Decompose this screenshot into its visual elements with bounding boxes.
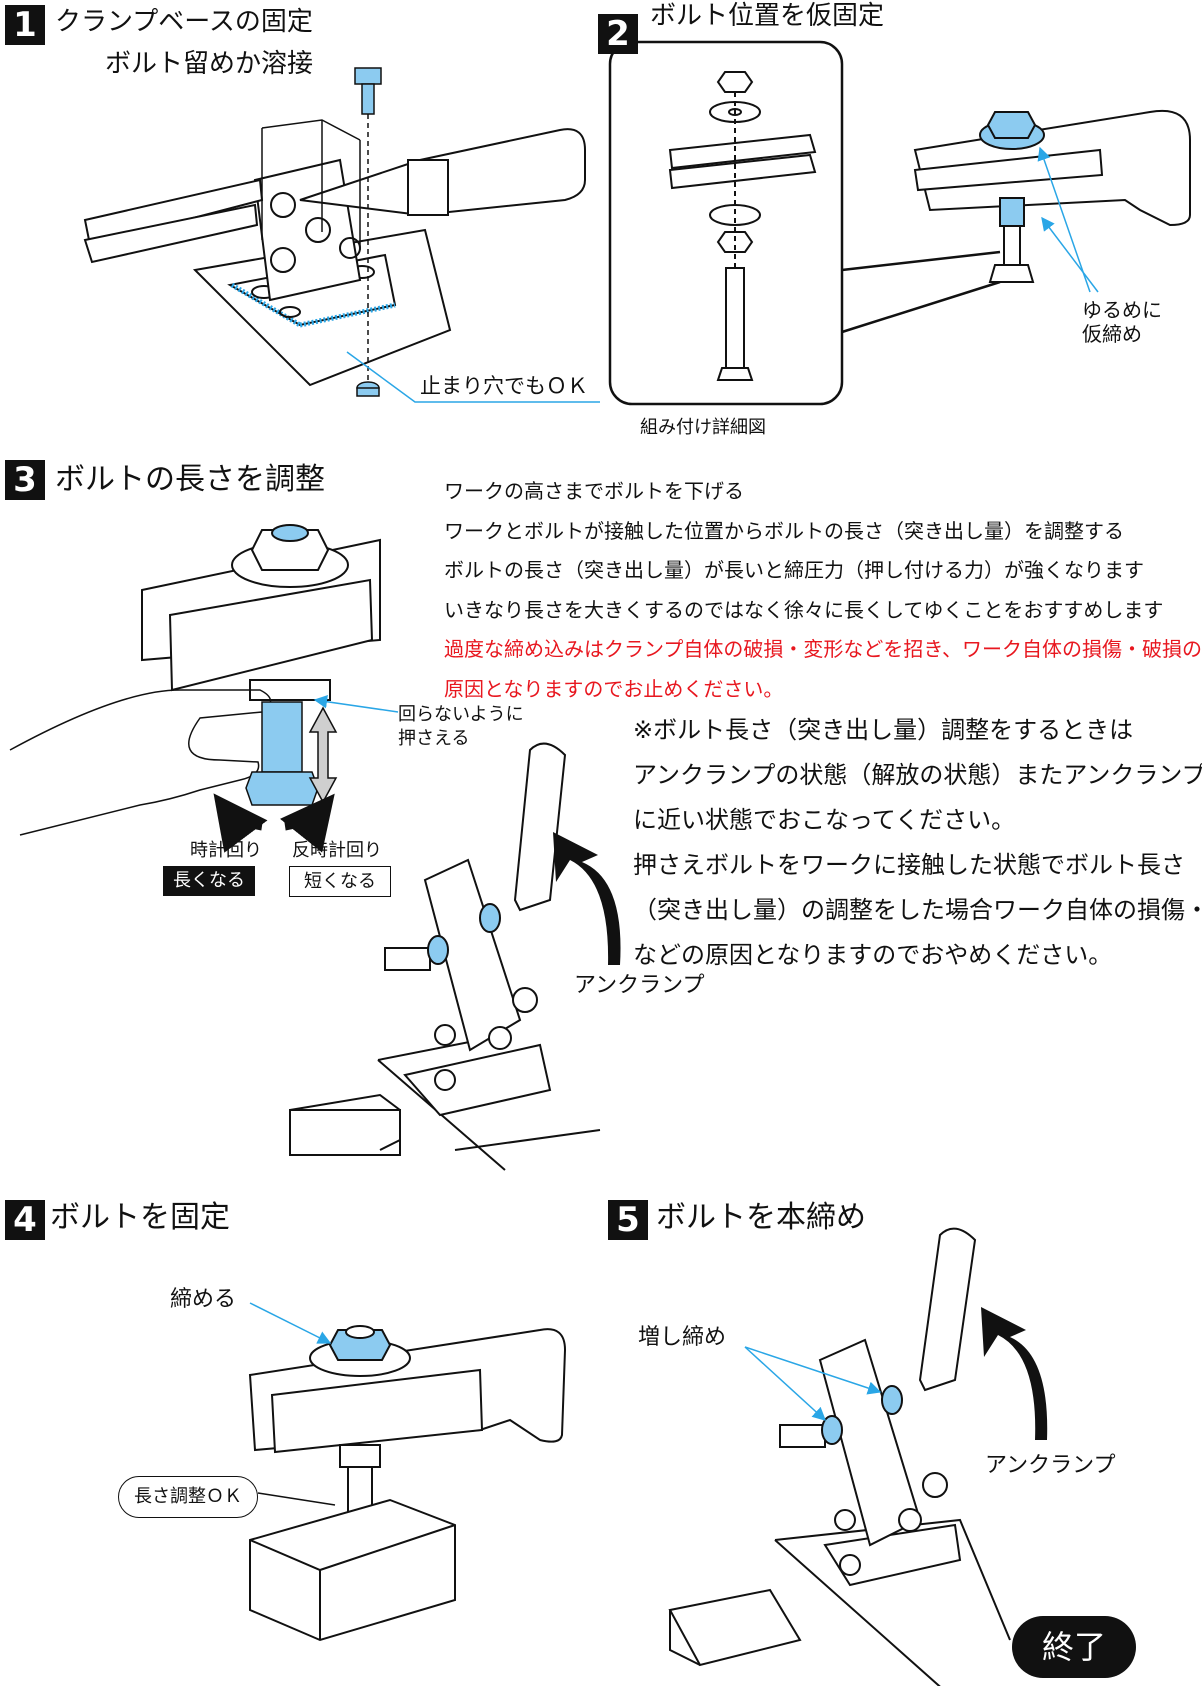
longer-badge: 長くなる [163, 866, 255, 896]
retighten-label: 増し締め [638, 1325, 727, 1350]
step-number-badge: 3 [5, 460, 45, 500]
step1-hole-leader [346, 351, 600, 403]
step3-unclamp-arrow [553, 832, 621, 965]
step-number-badge: 2 [598, 14, 638, 54]
step2-leader-2 [1041, 216, 1099, 293]
step-number-badge: 4 [5, 1200, 45, 1240]
step2-clamp-arm [913, 109, 1191, 283]
step5-clamp [668, 1227, 1011, 1686]
step3-hand [9, 689, 272, 836]
instructions-paragraph: ワークの高さまでボルトを下げる ワークとボルトが接触した位置からボルトの長さ（突… [444, 472, 1202, 709]
step4-length-leader [257, 1492, 336, 1506]
instruction-line: ワークの高さまでボルトを下げる [444, 479, 744, 503]
step3-bolt [245, 701, 319, 806]
hold-label-line1: 回らないように [398, 704, 524, 725]
step-number-badge: 1 [5, 5, 45, 45]
note-line: ※ボルト長さ（突き出し量）調整をするときは [633, 716, 1134, 744]
step5-leader-2 [744, 1346, 882, 1395]
instruction-line: ワークとボルトが接触した位置からボルトの長さ（突き出し量）を調整する [444, 518, 1124, 543]
step5-unclamp-arrow [981, 1307, 1048, 1440]
assembly-detail-caption: 組み付け詳細図 [640, 417, 766, 438]
loose-label-line2: 仮締め [1082, 322, 1142, 346]
note-line: 押さえボルトをワークに接触した状態でボルト長さ [633, 851, 1185, 879]
instruction-line: ボルトの長さ（突き出し量）が長いと締圧力（押し付ける力）が強くなります [444, 558, 1144, 582]
step3-rotate-cw [213, 793, 268, 853]
hole-ok-label: 止まり穴でもＯＫ [420, 374, 588, 398]
step-title: ボルトを固定 [50, 1200, 230, 1235]
warning-line: 原因となりますのでお止めください。 [444, 676, 784, 701]
note-line: などの原因となりますのでおやめください。 [633, 941, 1113, 969]
warning-line: 過度な締め込みはクランプ自体の破損・変形などを招き、ワーク自体の損傷・破損の [444, 637, 1202, 661]
end-badge: 終了 [1012, 1616, 1136, 1678]
step4-tighten-leader [249, 1302, 332, 1344]
length-ok-callout: 長さ調整ＯＫ [118, 1476, 258, 1518]
step2-leader-1 [1037, 146, 1091, 293]
step1-bolt-icon [354, 67, 382, 397]
step1-clamp-drawing [83, 119, 586, 387]
loose-label-line1: ゆるめに [1082, 298, 1162, 322]
step3-clamp-arm [141, 524, 381, 701]
note-line: アンクランプの状態（解放の状態）またアンクランプ [633, 761, 1202, 789]
note-line: に近い状態でおこなってください。 [633, 806, 1016, 834]
tighten-label: 締める [170, 1287, 237, 1312]
step3-unclamp-clamp [289, 742, 601, 1171]
instruction-line: いきなり長さを大きくするのではなく徐々に長くしてゆくことをおすすめします [444, 597, 1164, 622]
unclamp-note: ※ボルト長さ（突き出し量）調整をするときは アンクランプの状態（解放の状態）また… [633, 708, 1202, 978]
step-title: ボルトの長さを調整 [55, 462, 325, 497]
step5-leader-1 [744, 1346, 826, 1421]
step-title: クランプベースの固定 [55, 7, 313, 37]
step2-exploded-parts [668, 71, 817, 381]
counterclockwise-label: 反時計回り [292, 840, 382, 861]
step4-clamp [248, 1325, 567, 1642]
shorter-badge: 短くなる [289, 866, 391, 897]
step3-hold-leader [313, 695, 399, 713]
step-number-badge: 5 [608, 1200, 648, 1240]
note-line: （突き出し量）の調整をした場合ワーク自体の損傷・破損 [633, 896, 1202, 924]
step-title: ボルトを本締め [656, 1200, 866, 1235]
unclamp-label: アンクランプ [985, 1453, 1116, 1478]
step-title: ボルト位置を仮固定 [650, 1, 885, 31]
clockwise-label: 時計回り [190, 840, 262, 861]
unclamp-label: アンクランプ [574, 973, 705, 998]
step2-detail-box [608, 40, 1001, 406]
hold-label-line2: 押さえる [398, 728, 470, 749]
step-subtitle: ボルト留めか溶接 [105, 49, 314, 79]
step3-rotate-ccw [279, 793, 335, 853]
